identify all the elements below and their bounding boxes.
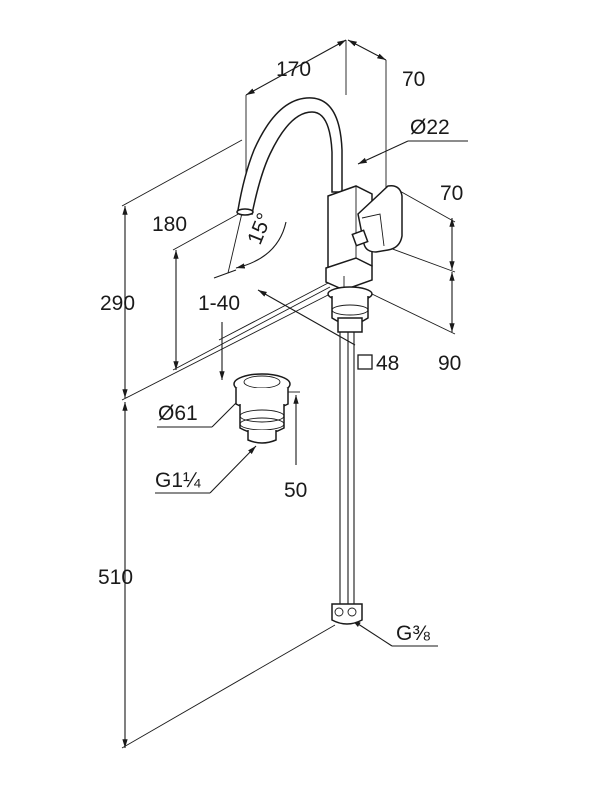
supply-hose (331, 332, 363, 625)
dim-waste-thread-label: G1¼ (155, 469, 201, 492)
dim-hose-thread-label: G⅜ (396, 622, 430, 645)
tap-handle (351, 184, 403, 253)
dim-spout-top-label: 70 (402, 68, 425, 91)
dim-spout-diameter-label: Ø22 (410, 116, 450, 139)
dim-body-square-label: 48 (376, 352, 399, 375)
dim-waste-diameter-label: Ø61 (158, 402, 198, 425)
dim-base-height-label: 90 (438, 352, 461, 375)
waste-fitting (233, 373, 291, 444)
dim-reach-label: 170 (276, 58, 311, 81)
dim-mount-thickness-label: 1-40 (198, 292, 240, 315)
tap-spout (236, 97, 343, 216)
tap-body (325, 185, 373, 291)
square-symbol-icon (357, 354, 373, 370)
dim-waste-height-label: 50 (284, 479, 307, 502)
dim-handle-height-label: 70 (440, 182, 463, 205)
mounting-nut (327, 286, 373, 333)
dim-spout-height-label: 180 (152, 213, 187, 236)
dimension-lines (121, 39, 468, 749)
dim-total-height-label: 290 (100, 292, 135, 315)
dim-hose-length-label: 510 (98, 566, 133, 589)
